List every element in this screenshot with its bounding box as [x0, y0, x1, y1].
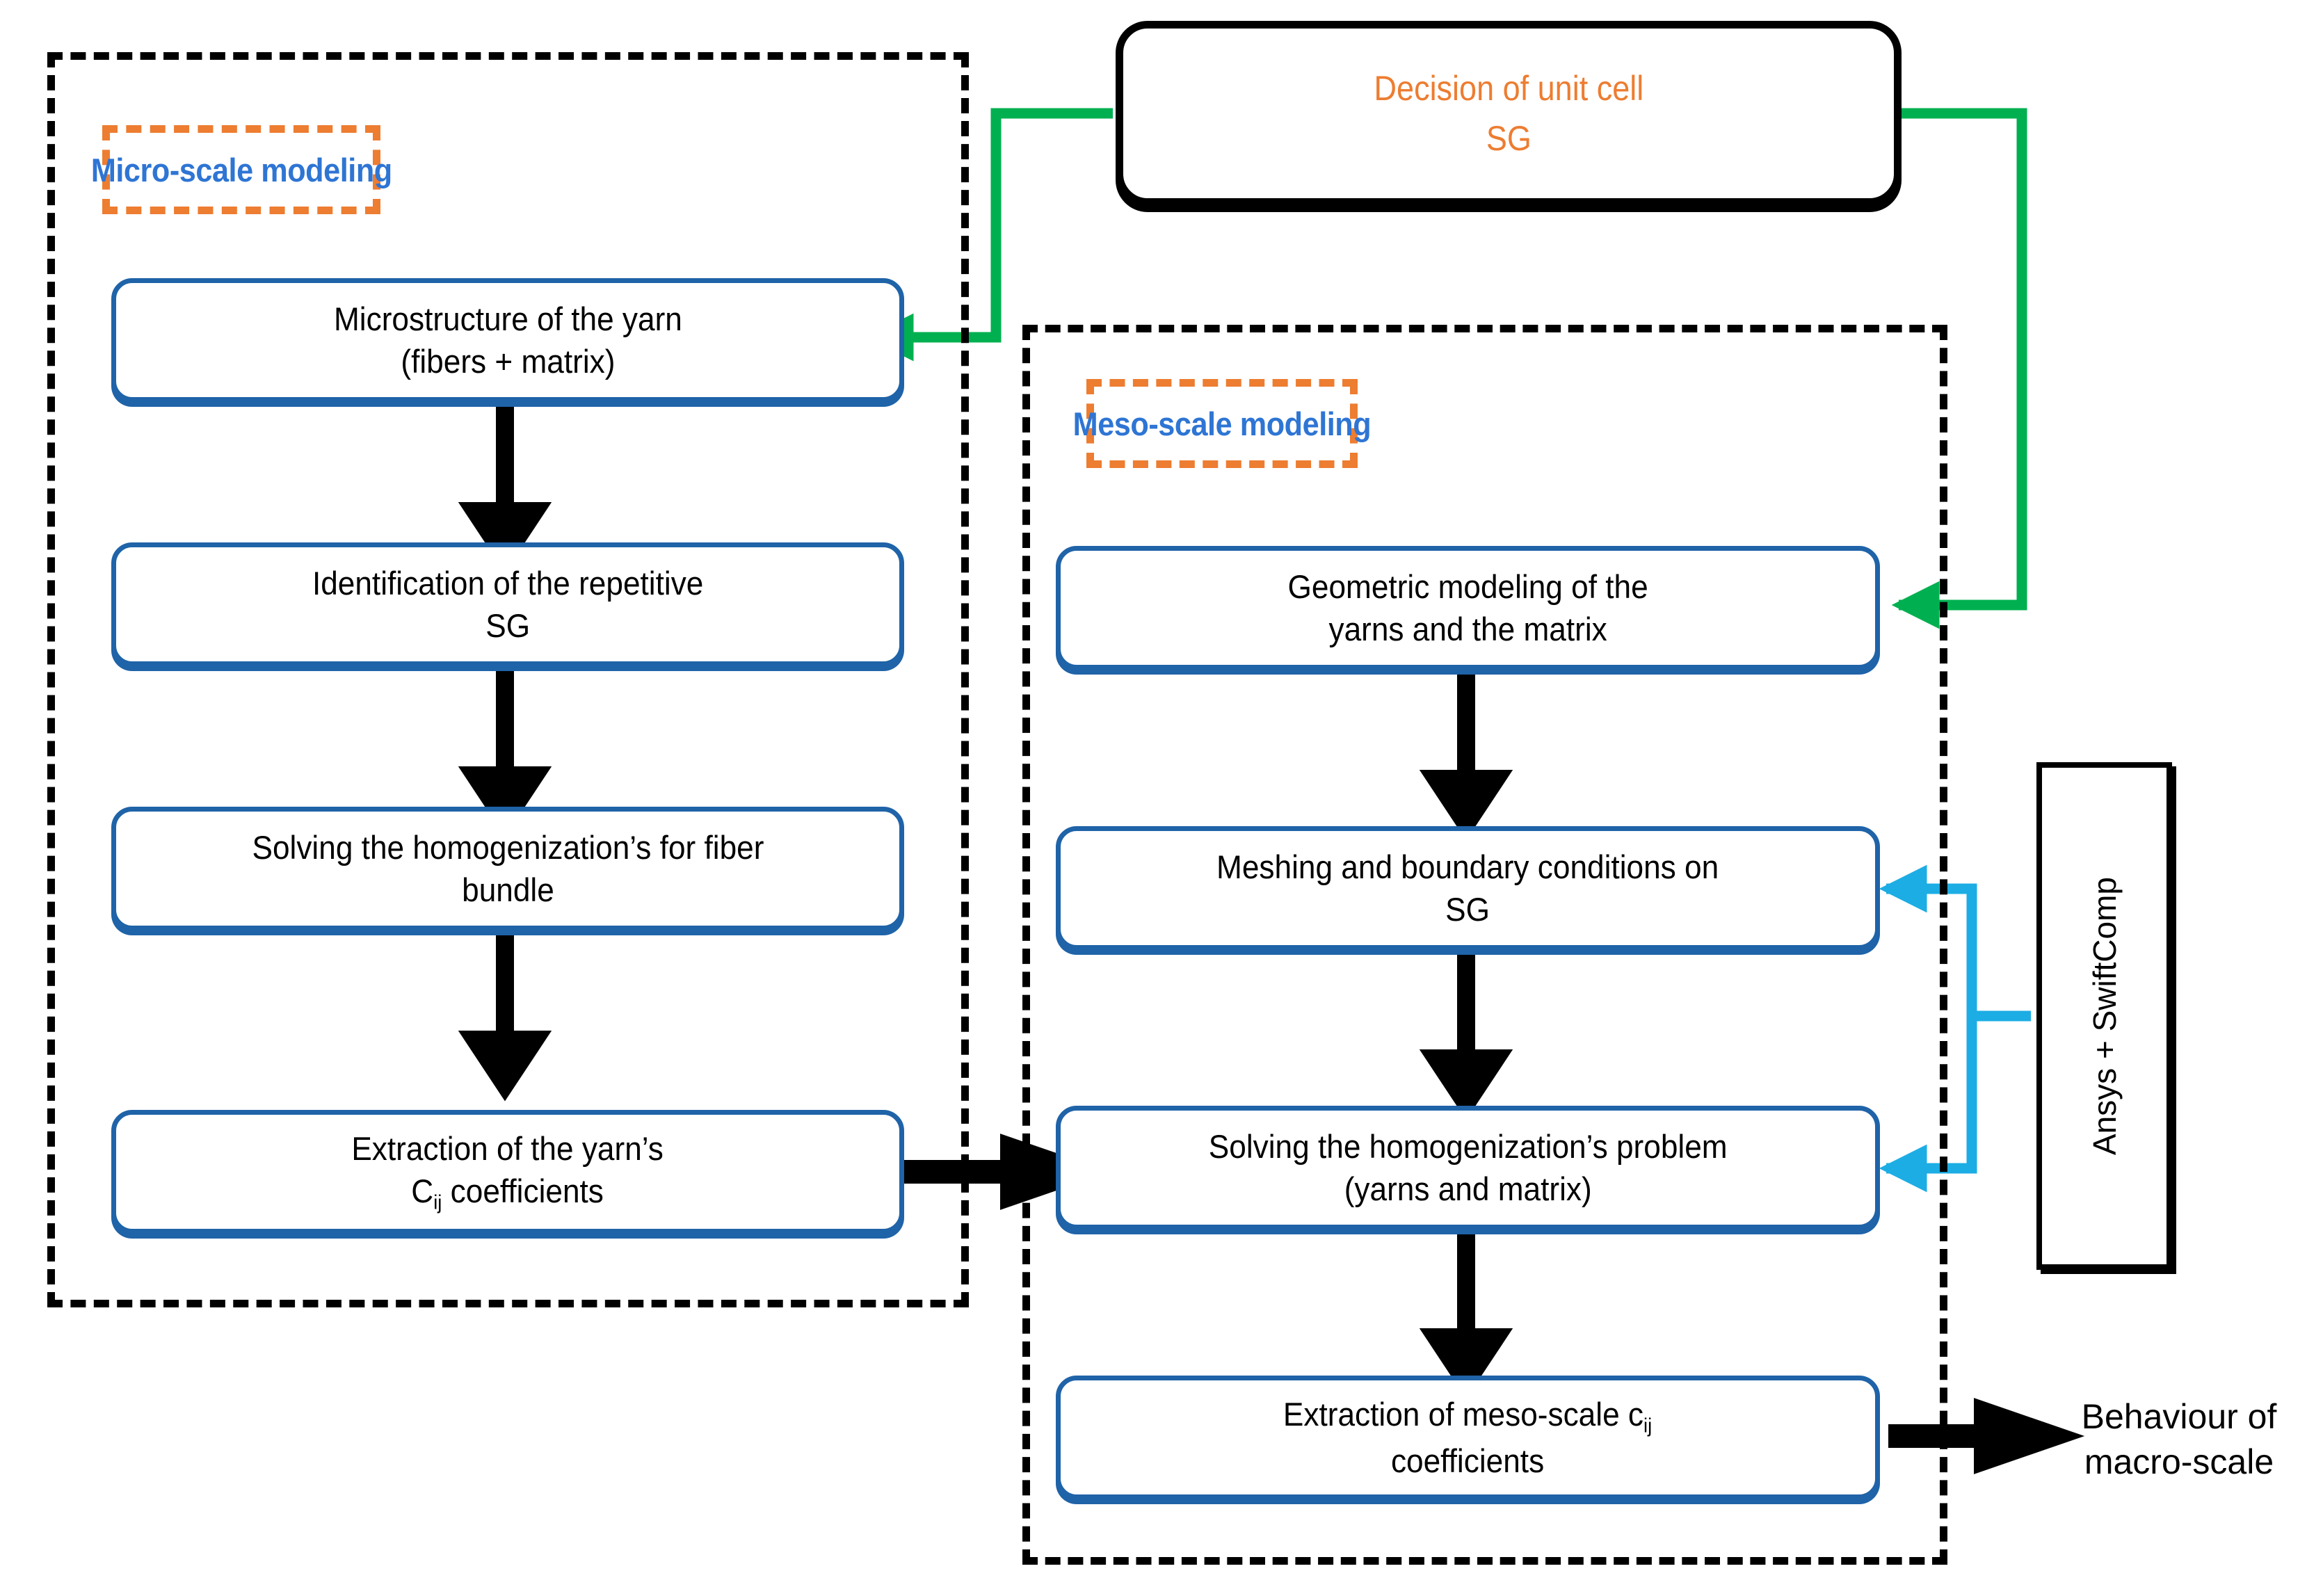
solver-label: Ansys + SwiftComp: [2086, 876, 2123, 1156]
meso-step-4-symbol-ij: ij: [1643, 1414, 1653, 1437]
meso-step-4-line-1-pre: Extraction of meso-scale c: [1283, 1395, 1644, 1433]
micro-step-3-line-1: Solving the homogenization’s for fiber: [252, 828, 764, 866]
meso-step-4-line-2: coefficients: [1391, 1442, 1545, 1480]
meso-step-1-line-1: Geometric modeling of the: [1287, 567, 1648, 605]
meso-step-3-text: Solving the homogenization’s problem (ya…: [1191, 1125, 1744, 1210]
micro-step-1-text: Microstructure of the yarn (fibers + mat…: [316, 298, 699, 382]
meso-step-1-box[interactable]: Geometric modeling of the yarns and the …: [1056, 546, 1880, 670]
macro-output-line-1: Behaviour of: [2081, 1397, 2277, 1436]
micro-step-3-text: Solving the homogenization’s for fiber b…: [235, 826, 781, 911]
micro-step-1-line-2: (fibers + matrix): [400, 343, 616, 380]
micro-step-4-line-2-rest: coefficients: [442, 1172, 604, 1209]
solver-ansys-swiftcomp-box[interactable]: Ansys + SwiftComp: [2036, 762, 2172, 1270]
micro-step-4-line-1: Extraction of the yarn’s: [351, 1129, 664, 1167]
meso-step-2-line-1: Meshing and boundary conditions on: [1216, 848, 1719, 885]
meso-step-2-box[interactable]: Meshing and boundary conditions on SG: [1056, 826, 1880, 950]
meso-step-4-line-1: Extraction of meso-scale cij: [1283, 1393, 1652, 1440]
meso-scale-label-chip: Meso-scale modeling: [1073, 379, 1372, 468]
meso-step-3-box[interactable]: Solving the homogenization’s problem (ya…: [1056, 1106, 1880, 1230]
decision-text: Decision of unit cell SG: [1374, 63, 1643, 164]
macro-output-line-2: macro-scale: [2084, 1442, 2274, 1481]
micro-scale-label-chip: Micro-scale modeling: [91, 125, 392, 214]
decision-unit-cell-box[interactable]: Decision of unit cell SG: [1116, 21, 1902, 206]
micro-scale-group-container: [47, 52, 969, 1307]
micro-step-2-line-1: Identification of the repetitive: [312, 564, 704, 602]
micro-step-2-box[interactable]: Identification of the repetitive SG: [111, 542, 904, 666]
meso-step-4-box[interactable]: Extraction of meso-scale cij coefficient…: [1056, 1376, 1880, 1499]
micro-step-4-text: Extraction of the yarn’s Cij coefficient…: [335, 1127, 680, 1216]
micro-scale-label: Micro-scale modeling: [90, 151, 392, 188]
meso-step-4-text: Extraction of meso-scale cij coefficient…: [1267, 1393, 1669, 1482]
micro-step-4-symbol-c: C: [411, 1172, 434, 1209]
micro-step-2-text: Identification of the repetitive SG: [295, 562, 720, 647]
meso-step-3-line-1: Solving the homogenization’s problem: [1208, 1127, 1728, 1165]
meso-step-2-text: Meshing and boundary conditions on SG: [1200, 846, 1736, 930]
meso-step-3-line-2: (yarns and matrix): [1344, 1170, 1592, 1207]
macro-scale-output-text: Behaviour of macro-scale: [2057, 1380, 2301, 1499]
micro-step-2-line-2: SG: [485, 607, 530, 644]
micro-step-3-box[interactable]: Solving the homogenization’s for fiber b…: [111, 807, 904, 930]
micro-step-4-box[interactable]: Extraction of the yarn’s Cij coefficient…: [111, 1110, 904, 1234]
decision-line-2: SG: [1486, 119, 1532, 158]
meso-step-1-text: Geometric modeling of the yarns and the …: [1271, 565, 1665, 650]
micro-step-1-box[interactable]: Microstructure of the yarn (fibers + mat…: [111, 278, 904, 402]
meso-step-2-line-2: SG: [1445, 891, 1490, 928]
meso-scale-group-container: [1022, 325, 1947, 1565]
meso-scale-label: Meso-scale modeling: [1072, 405, 1372, 442]
meso-step-1-line-2: yarns and the matrix: [1328, 611, 1607, 647]
micro-step-4-line-2: Cij coefficients: [352, 1170, 664, 1216]
decision-line-1: Decision of unit cell: [1374, 68, 1643, 108]
micro-step-3-line-2: bundle: [461, 871, 554, 908]
micro-step-4-symbol-ij: ij: [433, 1191, 442, 1214]
micro-step-1-line-1: Microstructure of the yarn: [333, 300, 682, 337]
